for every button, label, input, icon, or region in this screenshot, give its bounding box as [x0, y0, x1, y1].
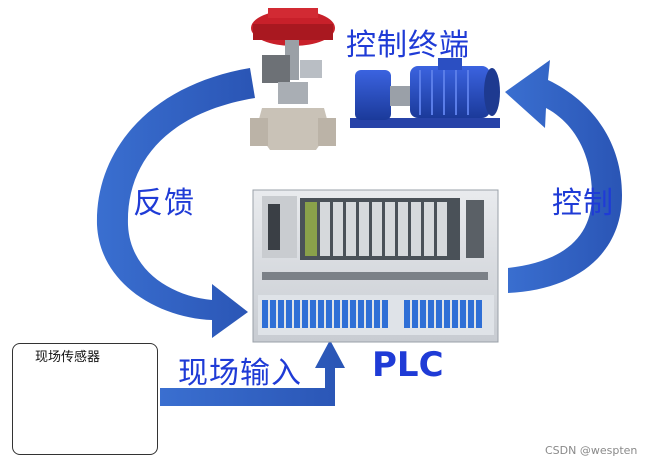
- plc-cabinet-icon: [252, 189, 499, 343]
- feedback-arrow: [96, 68, 255, 338]
- field-input-label: 现场输入: [178, 356, 302, 391]
- control-terminal-label: 控制终端: [346, 28, 470, 63]
- feedback-label: 反馈: [133, 186, 195, 221]
- field-sensor-label: 现场传感器: [35, 350, 101, 365]
- plc-label: PLC: [372, 345, 444, 385]
- pump-icon: [350, 58, 500, 128]
- field-sensor-box: 现场传感器: [12, 343, 158, 455]
- control-valve-icon: [250, 8, 336, 150]
- control-arrow: [505, 60, 622, 293]
- control-label: 控制: [552, 186, 614, 221]
- watermark: CSDN @wespten: [545, 444, 638, 457]
- field-input-arrow: [160, 340, 345, 406]
